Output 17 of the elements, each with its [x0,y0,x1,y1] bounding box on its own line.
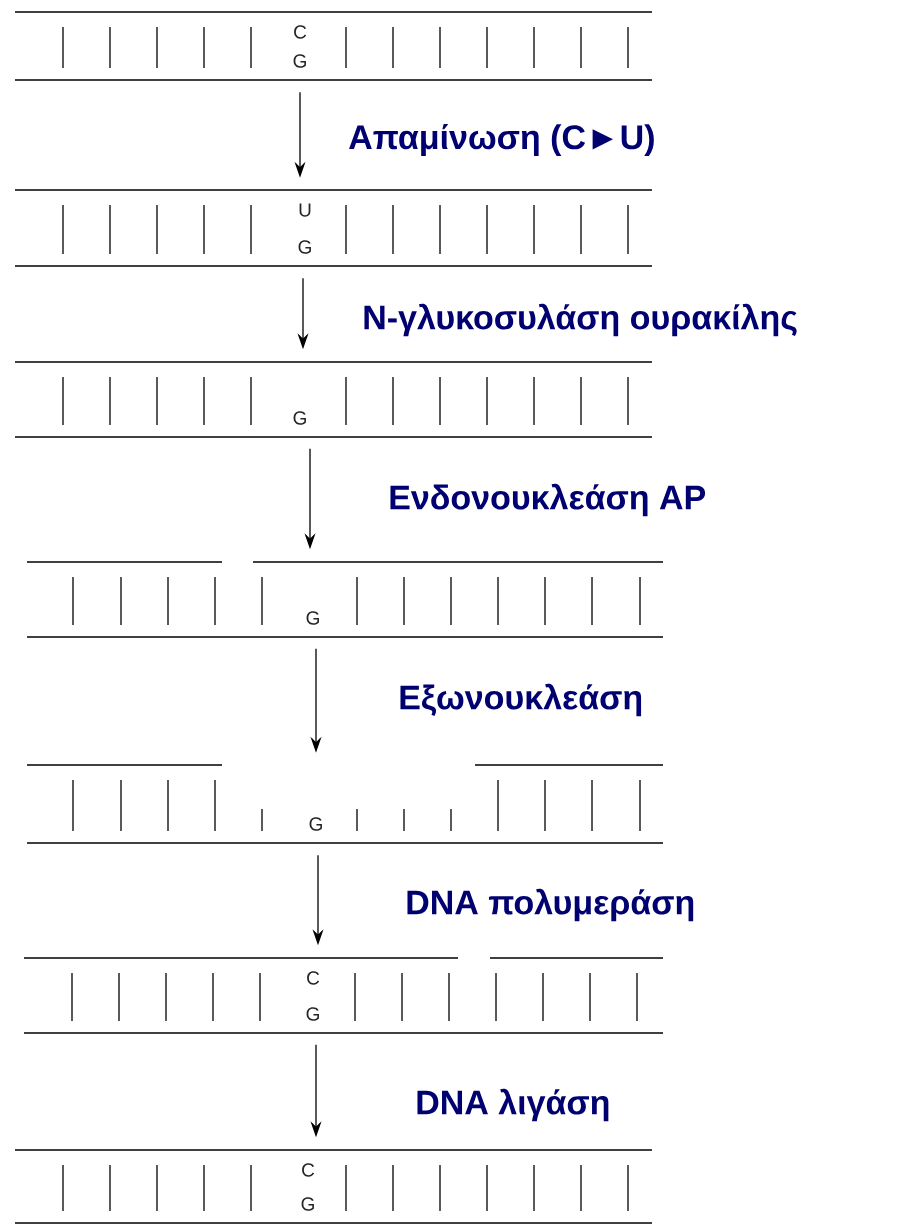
base-letter: G [306,611,319,625]
base-letter: G [293,411,306,425]
base-letter: C [307,971,320,985]
base-letter: G [309,817,322,831]
base-letter: G [293,54,306,68]
base-letter: G [306,1007,319,1021]
edge-label: N-γλυκοσυλάση ουρακίλης [364,303,797,337]
base-letter: C [294,25,307,39]
base-letter: C [302,1163,315,1177]
edge-label: DNA λιγάση [417,1088,609,1122]
base-letter: G [301,1197,314,1211]
base-letter: U [299,203,311,217]
edge-label: Ενδονουκλεάση AP [390,483,706,517]
edge-label: Εξωνουκλεάση [400,683,642,717]
edge-label: DNA πολυμεράση [407,888,694,922]
base-letter: G [298,240,311,254]
edge-label: Απαμίνωση (C►U) [349,123,654,157]
